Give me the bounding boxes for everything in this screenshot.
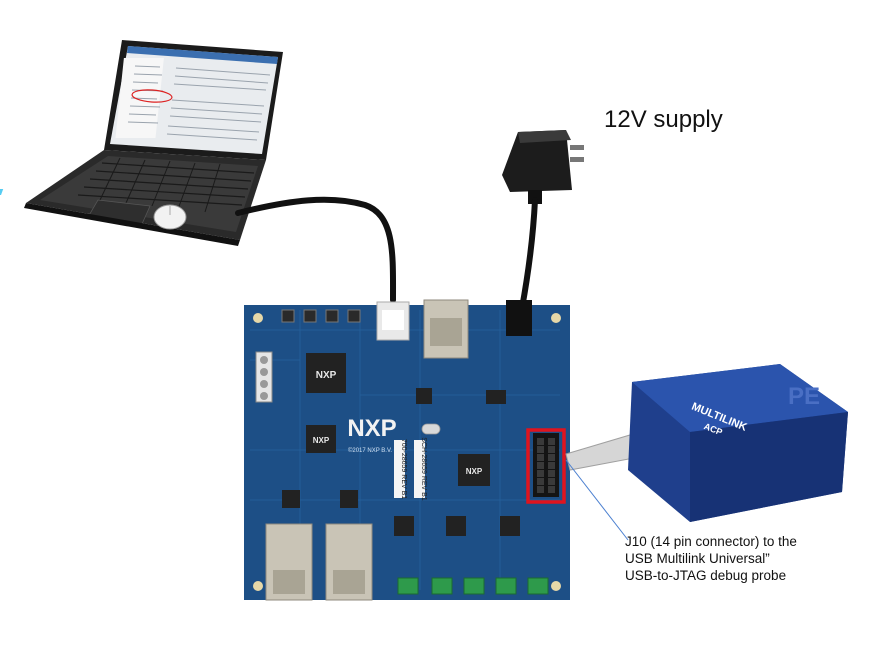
- chip-brand: NXP: [466, 467, 483, 476]
- board-copyright: ©2017 NXP B.V.: [348, 447, 392, 454]
- j10-connector: [533, 433, 559, 497]
- mouse-icon: [153, 204, 187, 230]
- power-cable: [519, 197, 538, 311]
- power-supply-label: 12V supply: [604, 106, 723, 133]
- j10-callout: J10 (14 pin connector) to the USB Multil…: [625, 533, 875, 584]
- chip-brand: NXP: [316, 370, 337, 381]
- callout-line: [565, 459, 629, 541]
- board-logo: NXP: [347, 415, 396, 442]
- probe-brand: PE: [788, 383, 820, 410]
- nxp-board: NXP NXP NXP NXP ©2017 NXP B.V. 700-28659…: [244, 299, 570, 601]
- part-number-label: SCH-28659 REV B1: [420, 437, 427, 501]
- debug-probe-icon: MULTILINK ACP PE: [628, 364, 848, 522]
- part-number-label: 700-28659 REV B1: [400, 439, 407, 499]
- ethernet-cable: [235, 196, 397, 303]
- callout-line-1: J10 (14 pin connector) to the: [625, 534, 797, 549]
- chip: [306, 353, 346, 393]
- j10-highlight: [526, 428, 566, 504]
- power-adapter-icon: [502, 130, 584, 204]
- laptop-icon: [0, 40, 283, 246]
- callout-line-3: USB-to-JTAG debug probe: [625, 568, 787, 583]
- chip-brand: NXP: [313, 436, 330, 445]
- callout-line-2: USB Multilink Universal”: [625, 551, 770, 566]
- power-jack: [506, 300, 532, 336]
